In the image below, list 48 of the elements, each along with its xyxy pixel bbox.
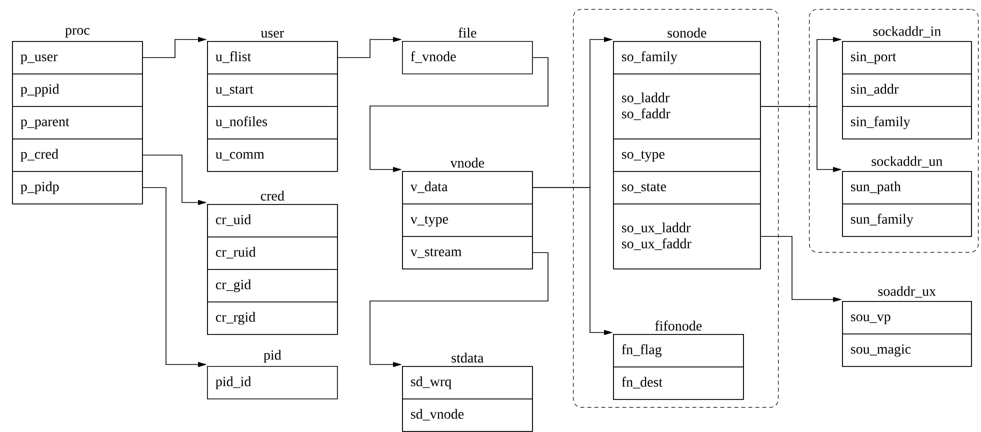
field-cell: cr_uid xyxy=(207,204,338,238)
field-cell: p_ppid xyxy=(12,74,143,107)
group-box xyxy=(573,9,779,408)
node-label: sockaddr_un xyxy=(872,156,942,168)
field-cell: sin_port xyxy=(842,41,972,74)
node-label: user xyxy=(260,30,284,38)
field-cell: sou_vp xyxy=(842,301,972,334)
field-cell: sin_family xyxy=(842,106,972,140)
field-cell: sd_vnode xyxy=(402,398,533,432)
field-cell: cr_ruid xyxy=(207,236,338,270)
field-cell: fn_flag xyxy=(613,334,744,368)
field-cell: fn_dest xyxy=(613,366,744,400)
field-cell: v_stream xyxy=(402,236,533,270)
field-cell: u_flist xyxy=(207,41,338,74)
field-cell: sd_wrq xyxy=(402,366,533,400)
field-cell: p_user xyxy=(12,41,143,74)
field-cell: p_parent xyxy=(12,106,143,140)
field-cell: pid_id xyxy=(216,376,252,390)
field-cell: so_family xyxy=(613,41,761,74)
field-cell: cr_rgid xyxy=(207,302,338,335)
field-cell: v_type xyxy=(402,204,533,237)
field-cell: sin_addr xyxy=(842,74,972,107)
node-label: pid xyxy=(264,350,282,363)
node-label: proc xyxy=(65,28,90,38)
field-cell: p_pidp xyxy=(12,171,143,204)
node-label: sonode xyxy=(668,28,706,38)
field-cell: so_type xyxy=(613,138,761,172)
field-cell: u_start xyxy=(207,74,338,107)
node-label: file xyxy=(458,28,476,38)
field-cell: u_nofiles xyxy=(207,106,338,140)
node-label: vnode xyxy=(450,158,484,168)
node-label: sockaddr_in xyxy=(873,26,941,38)
node-label: soaddr_ux xyxy=(878,286,936,298)
node-label: stdata xyxy=(452,352,484,363)
node-label: fifonode xyxy=(655,320,702,331)
node-label: cred xyxy=(260,190,284,201)
field-cell: so_state xyxy=(613,171,761,204)
field-cell: u_comm xyxy=(207,138,338,172)
field-cell: so_laddr so_faddr xyxy=(613,74,761,140)
field-cell: so_ux_laddr so_ux_faddr xyxy=(613,204,761,270)
field-cell: cr_gid xyxy=(207,269,338,302)
group-box xyxy=(809,9,979,253)
field-cell: sun_family xyxy=(842,204,972,237)
field-cell: v_data xyxy=(402,171,533,204)
field-cell: p_cred xyxy=(12,138,143,172)
field-cell: f_vnode xyxy=(410,51,456,63)
field-cell: sou_magic xyxy=(842,334,972,367)
field-cell: sun_path xyxy=(842,171,972,204)
